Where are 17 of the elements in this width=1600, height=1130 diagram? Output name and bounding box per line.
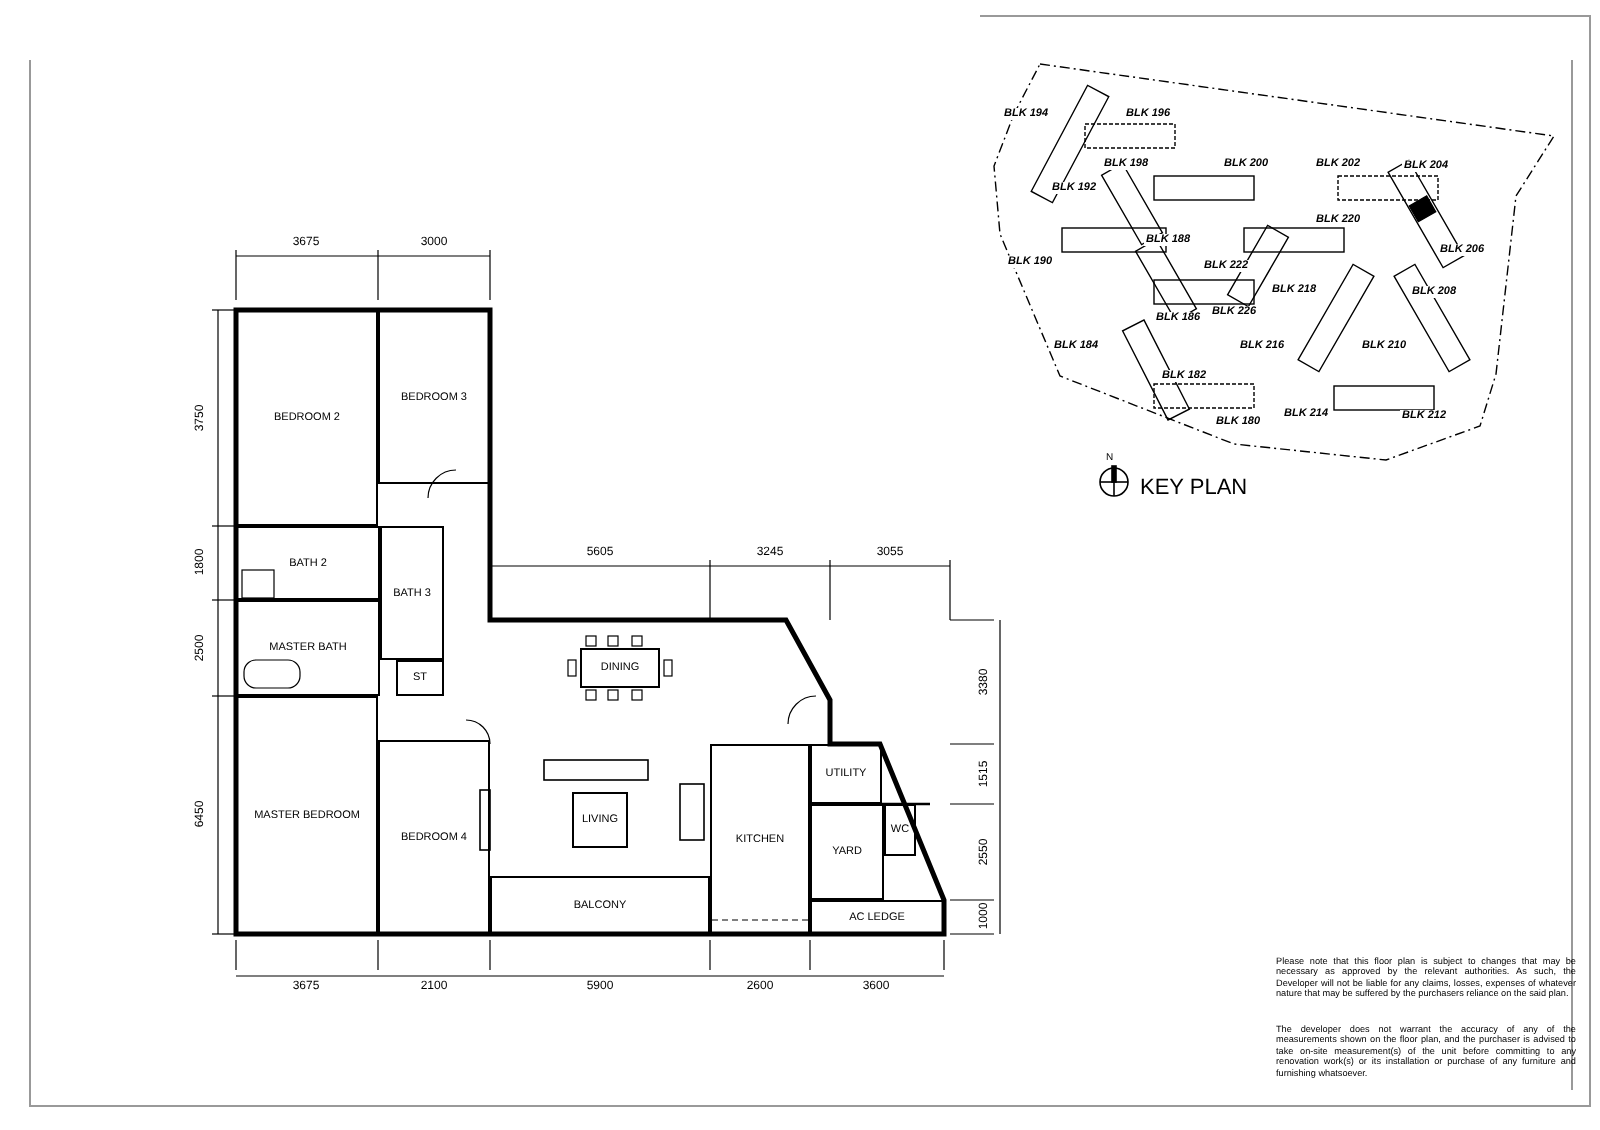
room-outline (810, 744, 882, 804)
rug (572, 792, 628, 848)
room-outline (236, 526, 380, 600)
room-outline (884, 804, 916, 856)
room-outline (378, 740, 490, 934)
room-outline (378, 310, 490, 484)
room-outline (236, 696, 378, 934)
room-outline (380, 526, 444, 660)
room-outline (396, 660, 444, 696)
room-outline (810, 900, 944, 934)
room-outline (810, 804, 884, 900)
room-outline (710, 744, 810, 934)
key-plan-title: KEY PLAN (1140, 476, 1248, 500)
room-outline (236, 310, 378, 526)
dining-table (580, 648, 660, 688)
room-outline (490, 876, 710, 934)
room-outline (236, 600, 380, 696)
